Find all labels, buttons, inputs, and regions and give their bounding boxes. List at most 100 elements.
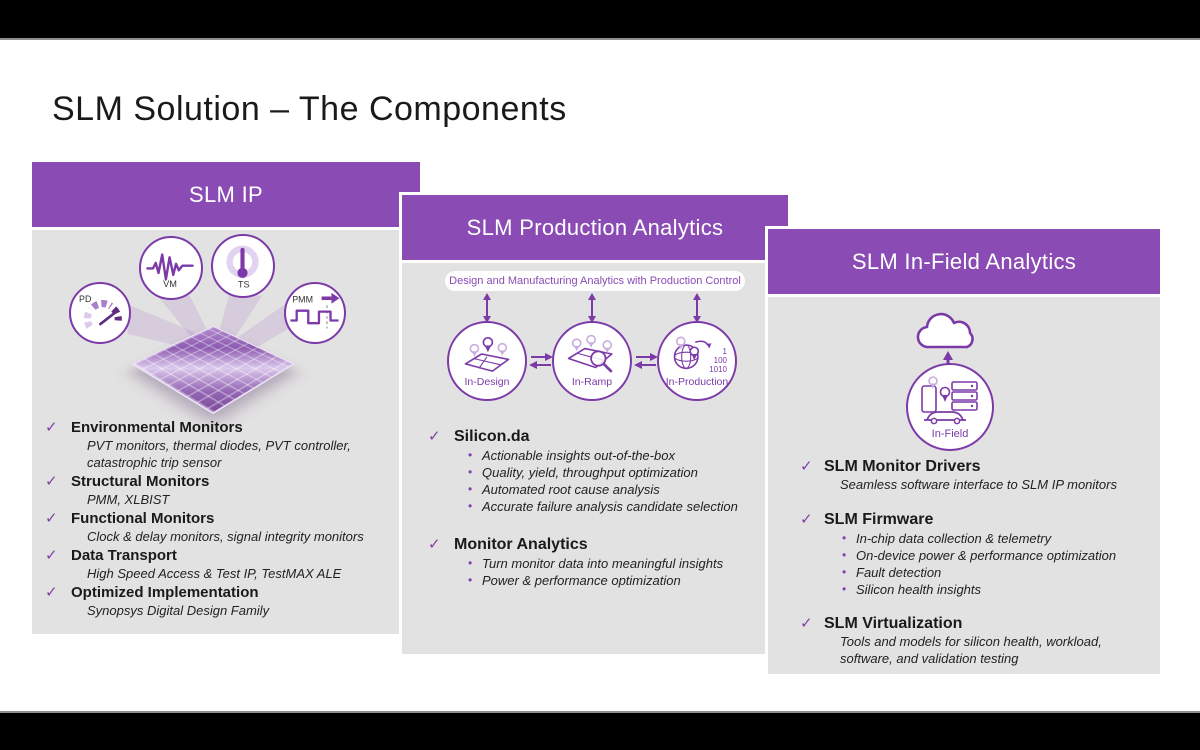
item-heading: Monitor Analytics bbox=[454, 536, 588, 553]
pmm-monitor-icon: PMM bbox=[284, 282, 346, 344]
ts-label: TS bbox=[238, 280, 250, 290]
bullet-row: •In-chip data collection & telemetry bbox=[768, 530, 1160, 547]
pd-gauge-icon: PD bbox=[79, 294, 122, 329]
check-icon: ✓ bbox=[45, 584, 58, 601]
bullet-row: • Turn monitor data into meaningful insig… bbox=[402, 555, 788, 572]
bullet-text: Accurate failure analysis candidate sele… bbox=[482, 499, 738, 514]
bullet-text: Power & performance optimization bbox=[482, 573, 681, 588]
stage-label: In-Production bbox=[665, 376, 729, 388]
bullet-icon: • bbox=[468, 482, 473, 496]
pmm-label: PMM bbox=[292, 295, 313, 305]
list-item: ✓ Optimized Implementation Synopsys Digi… bbox=[32, 583, 420, 619]
bullet-icon: • bbox=[842, 531, 847, 545]
item-heading: SLM Monitor Drivers bbox=[824, 458, 981, 475]
exchange-arrows-icon bbox=[634, 353, 658, 369]
ts-thermometer-icon: TS bbox=[226, 245, 259, 290]
list-item: ✓ Monitor Analytics bbox=[402, 535, 788, 554]
check-icon: ✓ bbox=[800, 458, 813, 475]
check-icon: ✓ bbox=[45, 547, 58, 564]
item-heading: Environmental Monitors bbox=[71, 419, 243, 436]
bullet-text: On-device power & performance optimizati… bbox=[856, 548, 1117, 563]
production-banner: Design and Manufacturing Analytics with … bbox=[445, 271, 745, 291]
bullet-icon: • bbox=[468, 465, 473, 479]
updown-arrow-icon bbox=[483, 293, 491, 323]
pd-monitor-icon: PD bbox=[69, 282, 131, 344]
bullet-row: • Fault detection bbox=[768, 564, 1160, 581]
bullet-icon: • bbox=[842, 565, 847, 579]
cloud-icon bbox=[916, 312, 974, 349]
bullet-text: Silicon health insights bbox=[856, 582, 982, 597]
card-infield-body: In-Field ✓ SLM Monitor Drivers Seamless … bbox=[768, 297, 1160, 674]
stage-in-field: In-Field bbox=[906, 363, 994, 451]
check-icon: ✓ bbox=[428, 428, 441, 445]
bullet-row: • Accurate failure analysis candidate sel… bbox=[402, 498, 788, 515]
bullet-icon: • bbox=[468, 448, 473, 462]
digit-line: 1010 bbox=[709, 365, 727, 374]
card-infield-title: SLM In-Field Analytics bbox=[851, 248, 1077, 274]
list-item: ✓ Functional Monitors Clock & delay moni… bbox=[32, 509, 420, 545]
bullet-row: •Actionable insights out-of-the-box bbox=[402, 447, 788, 464]
infield-list: ✓ SLM Monitor Drivers Seamless software … bbox=[768, 297, 1160, 667]
stage-in-ramp: In-Ramp bbox=[552, 321, 632, 401]
bullet-row: • Automated root cause analysis bbox=[402, 481, 788, 498]
check-icon: ✓ bbox=[45, 419, 58, 436]
check-icon: ✓ bbox=[800, 615, 813, 632]
production-banner-text: Design and Manufacturing Analytics with … bbox=[449, 275, 741, 287]
bullet-text: Quality, yield, throughput optimization bbox=[482, 465, 698, 480]
slm-ip-icon-zone: PD VM bbox=[32, 230, 420, 420]
card-production-analytics: SLM Production Analytics Design and Manu… bbox=[402, 195, 788, 654]
item-detail: Clock & delay monitors, signal integrity… bbox=[87, 529, 364, 544]
stage-in-design: In-Design bbox=[447, 321, 527, 401]
card-infield-analytics: SLM In-Field Analytics bbox=[768, 229, 1160, 674]
slide: SLM Solution – The Components SLM IP bbox=[0, 38, 1200, 713]
bullet-text: Turn monitor data into meaningful insigh… bbox=[482, 556, 724, 571]
card-production-title: SLM Production Analytics bbox=[466, 214, 724, 240]
list-item: ✓ Structural Monitors PMM, XLBIST bbox=[32, 472, 420, 508]
binary-digits: 1 100 1010 bbox=[709, 347, 727, 374]
digit-line: 100 bbox=[713, 356, 727, 365]
in-design-map-icon bbox=[464, 336, 510, 372]
item-heading: Silicon.da bbox=[454, 428, 530, 445]
exchange-arrows-icon bbox=[529, 353, 553, 369]
stage-label: In-Design bbox=[464, 376, 510, 388]
bullet-icon: • bbox=[842, 582, 847, 596]
vm-waveform-icon: VM bbox=[146, 253, 194, 289]
item-detail: Synopsys Digital Design Family bbox=[87, 603, 270, 618]
vm-label: VM bbox=[163, 279, 177, 289]
check-icon: ✓ bbox=[800, 511, 813, 528]
card-slm-ip-title: SLM IP bbox=[189, 181, 263, 207]
production-list: ✓ Silicon.da •Actionable insights out-of… bbox=[402, 263, 788, 589]
list-item: ✓ Environmental Monitors PVT monitors, t… bbox=[32, 418, 420, 471]
list-item: ✓ SLM Virtualization Tools and models fo… bbox=[768, 614, 1160, 667]
list-item: ✓ Silicon.da bbox=[402, 427, 788, 446]
item-detail: High Speed Access & Test IP, TestMAX ALE bbox=[87, 566, 342, 581]
item-heading: Optimized Implementation bbox=[71, 584, 259, 601]
card-slm-ip-header: SLM IP bbox=[32, 162, 420, 227]
digit-line: 1 bbox=[722, 347, 727, 356]
slide-title: SLM Solution – The Components bbox=[52, 90, 567, 128]
check-icon: ✓ bbox=[45, 510, 58, 527]
list-item: ✓ Data Transport High Speed Access & Tes… bbox=[32, 546, 420, 582]
in-ramp-map-icon bbox=[567, 334, 613, 373]
item-heading: SLM Firmware bbox=[824, 511, 934, 528]
item-detail: PVT monitors, thermal diodes, PVT contro… bbox=[87, 438, 351, 470]
card-slm-ip-body: PD VM bbox=[32, 230, 420, 634]
updown-arrow-icon bbox=[588, 293, 596, 323]
bullet-icon: • bbox=[468, 556, 473, 570]
check-icon: ✓ bbox=[428, 536, 441, 553]
in-production-globe-icon bbox=[673, 336, 712, 370]
item-heading: Structural Monitors bbox=[71, 473, 210, 490]
ts-monitor-icon: TS bbox=[211, 234, 275, 298]
item-detail: Seamless software interface to SLM IP mo… bbox=[840, 477, 1117, 492]
bullet-icon: • bbox=[468, 499, 473, 513]
list-item: ✓ SLM Monitor Drivers Seamless software … bbox=[768, 457, 1160, 493]
item-heading: Data Transport bbox=[71, 547, 177, 564]
bullet-row: • Quality, yield, throughput optimization bbox=[402, 464, 788, 481]
item-detail: Tools and models for silicon health, wor… bbox=[840, 634, 1102, 666]
vm-monitor-icon: VM bbox=[139, 236, 203, 300]
bullet-text: Automated root cause analysis bbox=[482, 482, 660, 497]
card-slm-ip: SLM IP PD bbox=[32, 162, 420, 634]
bullet-row: • Silicon health insights bbox=[768, 581, 1160, 598]
bullet-text: Fault detection bbox=[856, 565, 942, 580]
